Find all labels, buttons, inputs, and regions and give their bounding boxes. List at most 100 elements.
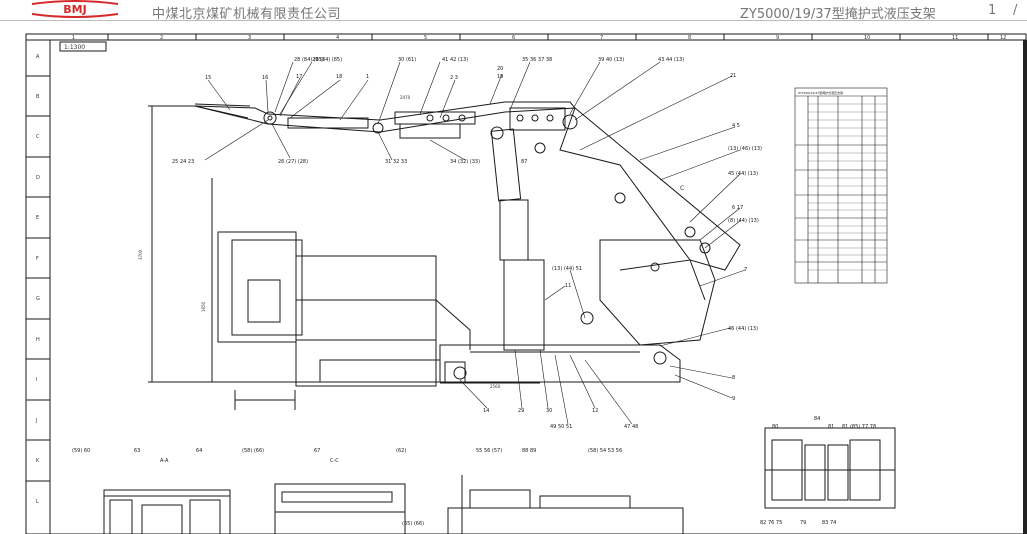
grid-row-ticks — [26, 75, 50, 482]
svg-text:16: 16 — [262, 75, 268, 81]
svg-text:1: 1 — [72, 35, 75, 41]
grid-col-ticks — [107, 34, 989, 40]
svg-text:28 (84) (85): 28 (84) (85) — [294, 57, 324, 63]
svg-text:31 32 33: 31 32 33 — [385, 159, 407, 165]
svg-text:30 (61): 30 (61) — [398, 57, 416, 63]
detail-view-cc — [274, 483, 406, 534]
svg-text:12: 12 — [1000, 35, 1006, 41]
base-dimension: 2560 — [490, 384, 501, 389]
svg-text:15: 15 — [205, 75, 211, 81]
svg-text:41 42 (13): 41 42 (13) — [442, 57, 468, 63]
svg-text:7: 7 — [600, 35, 603, 41]
svg-text:80: 80 — [772, 424, 778, 430]
model-title: ZY5000/19/37型掩护式液压支架 — [740, 7, 936, 22]
svg-text:49 50 51: 49 50 51 — [550, 424, 572, 430]
svg-text:K: K — [36, 458, 40, 464]
svg-text:B: B — [36, 94, 40, 100]
logo-text: BMJ — [63, 3, 86, 16]
svg-text:67: 67 — [314, 448, 320, 454]
parts-table-rows — [808, 103, 887, 271]
support-main-view — [148, 101, 741, 410]
parts-list-table — [794, 87, 888, 284]
svg-text:26 (27) (28): 26 (27) (28) — [278, 159, 308, 165]
svg-text:10: 10 — [864, 35, 870, 41]
svg-text:(58) (66): (58) (66) — [242, 448, 264, 454]
svg-text:81 (85) 77 78: 81 (85) 77 78 — [842, 424, 876, 430]
svg-text:47 48: 47 48 — [624, 424, 638, 430]
drawing-frame — [25, 33, 1027, 534]
svg-text:D: D — [36, 175, 40, 181]
svg-text:9: 9 — [732, 396, 735, 402]
svg-text:20: 20 — [497, 66, 503, 72]
svg-text:35 36 37 38: 35 36 37 38 — [522, 57, 552, 63]
header-divider — [0, 20, 1027, 21]
svg-text:9: 9 — [776, 35, 779, 41]
svg-text:H: H — [36, 337, 40, 343]
svg-text:5: 5 — [424, 35, 427, 41]
svg-text:64: 64 — [196, 448, 202, 454]
svg-text:(13) (44) 51: (13) (44) 51 — [552, 266, 582, 272]
scale-text: 1:1300 — [64, 44, 85, 51]
scale-box — [59, 41, 107, 52]
svg-text:18: 18 — [336, 74, 342, 80]
svg-text:21: 21 — [730, 73, 736, 79]
svg-text:25 24 23: 25 24 23 — [172, 159, 194, 165]
svg-text:(62): (62) — [396, 448, 406, 454]
svg-text:55 56 (57): 55 56 (57) — [476, 448, 502, 454]
svg-text:29 (84) (85): 29 (84) (85) — [312, 57, 342, 63]
svg-text:L: L — [36, 499, 39, 505]
svg-text:(58) 54 53 56: (58) 54 53 56 — [588, 448, 622, 454]
grid-labels: 1 2 3 4 5 6 7 8 9 10 11 12 A B C D E F G… — [35, 35, 1006, 505]
detail-view-aa — [103, 489, 231, 534]
svg-text:I: I — [36, 377, 37, 383]
detail-view-bb — [447, 475, 684, 534]
detail-callouts: A-A C-C (59) 60 63 64 (58) (66) 67 (62) … — [72, 416, 876, 527]
svg-text:2: 2 — [160, 35, 163, 41]
svg-text:84: 84 — [814, 416, 820, 422]
company-logo-icon: BMJ — [31, 0, 119, 18]
svg-text:A-A: A-A — [160, 458, 169, 464]
svg-text:88 89: 88 89 — [522, 448, 536, 454]
top-dimension: 2470 — [400, 95, 411, 100]
svg-text:3: 3 — [248, 35, 251, 41]
height-dimension: 3700 — [138, 249, 143, 260]
svg-text:11: 11 — [952, 35, 958, 41]
svg-text:E: E — [36, 215, 39, 221]
svg-text:C: C — [36, 134, 40, 140]
svg-text:C-C: C-C — [330, 458, 339, 464]
svg-text:(8) (44) (13): (8) (44) (13) — [728, 218, 759, 224]
document-header: BMJ 中煤北京煤矿机械有限责任公司 ZY5000/19/37型掩护式液压支架 … — [0, 0, 1027, 24]
svg-text:6: 6 — [512, 35, 515, 41]
svg-text:12: 12 — [592, 408, 598, 414]
svg-text:2 3: 2 3 — [450, 75, 458, 81]
svg-text:46 (44) (13): 46 (44) (13) — [728, 326, 758, 332]
svg-text:63: 63 — [134, 448, 140, 454]
detail-view-push — [764, 427, 896, 509]
svg-text:82 76 75: 82 76 75 — [760, 520, 782, 526]
svg-text:(59) 60: (59) 60 — [72, 448, 90, 454]
svg-text:4: 4 — [336, 35, 339, 41]
svg-text:87: 87 — [521, 159, 527, 165]
svg-text:19: 19 — [497, 74, 503, 80]
svg-text:8: 8 — [688, 35, 691, 41]
svg-text:F: F — [36, 256, 39, 262]
svg-text:6 17: 6 17 — [732, 205, 743, 211]
svg-text:4 5: 4 5 — [732, 123, 740, 129]
svg-text:83 74: 83 74 — [822, 520, 836, 526]
parts-table-title: ZY5000/19/37型掩护式液压支架 — [798, 90, 843, 95]
page-separator: / — [1013, 3, 1018, 18]
page-number[interactable]: 1 — [988, 3, 997, 18]
svg-text:(13) (46) (13): (13) (46) (13) — [728, 146, 762, 152]
svg-text:29: 29 — [518, 408, 524, 414]
engineering-drawing: 1 2 3 4 5 6 7 8 9 10 11 12 A B C D E F G… — [25, 33, 1027, 534]
svg-text:43 44 (13): 43 44 (13) — [658, 57, 684, 63]
svg-text:(65) (66): (65) (66) — [402, 521, 424, 527]
scrollbar-edge[interactable] — [1023, 40, 1027, 534]
svg-text:11: 11 — [565, 283, 571, 289]
svg-text:17: 17 — [296, 74, 302, 80]
svg-text:81: 81 — [828, 424, 834, 430]
company-name: 中煤北京煤矿机械有限责任公司 — [152, 7, 342, 22]
svg-text:A: A — [36, 54, 40, 60]
svg-text:J: J — [35, 418, 37, 424]
svg-text:30: 30 — [546, 408, 552, 414]
